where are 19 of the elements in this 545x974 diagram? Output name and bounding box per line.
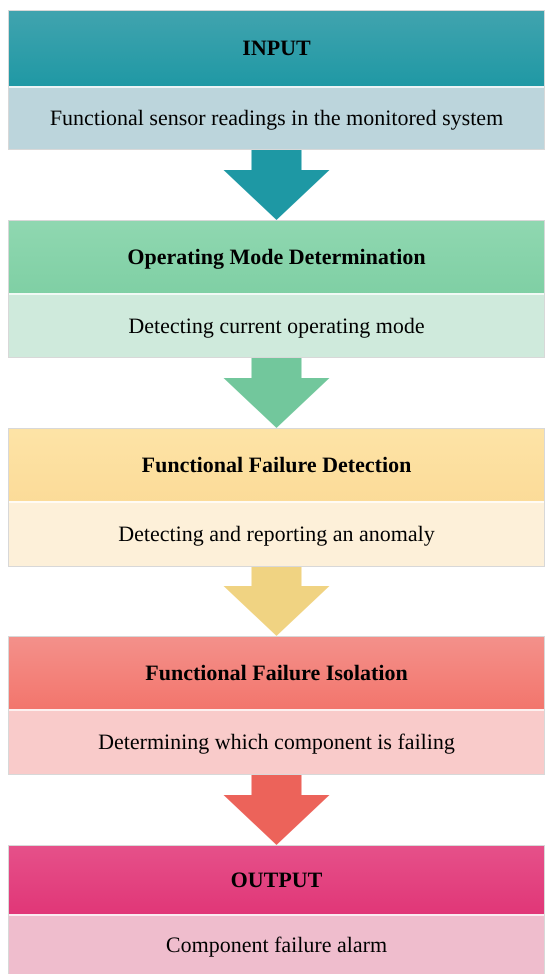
block-arrow xyxy=(224,358,330,428)
stage-description: Detecting and reporting an anomaly xyxy=(9,501,544,566)
process-stage xyxy=(8,636,545,775)
block-arrow xyxy=(224,775,330,845)
process-stage xyxy=(8,220,545,358)
stage-title: Operating Mode Determination xyxy=(9,221,544,293)
stage-description: Determining which component is failing xyxy=(9,709,544,774)
stage-title: Functional Failure Detection xyxy=(9,429,544,501)
stage-title: OUTPUT xyxy=(9,846,544,914)
block-arrow xyxy=(224,567,330,636)
block-arrow xyxy=(224,150,330,220)
stage-title: INPUT xyxy=(9,11,544,86)
process-stage xyxy=(8,428,545,567)
process-stage xyxy=(8,845,545,974)
stage-description: Detecting current operating mode xyxy=(9,293,544,357)
stage-title: Functional Failure Isolation xyxy=(9,637,544,709)
process-stage xyxy=(8,10,545,150)
stage-description: Component failure alarm xyxy=(9,914,544,974)
stage-description: Functional sensor readings in the monitored system xyxy=(9,86,544,149)
